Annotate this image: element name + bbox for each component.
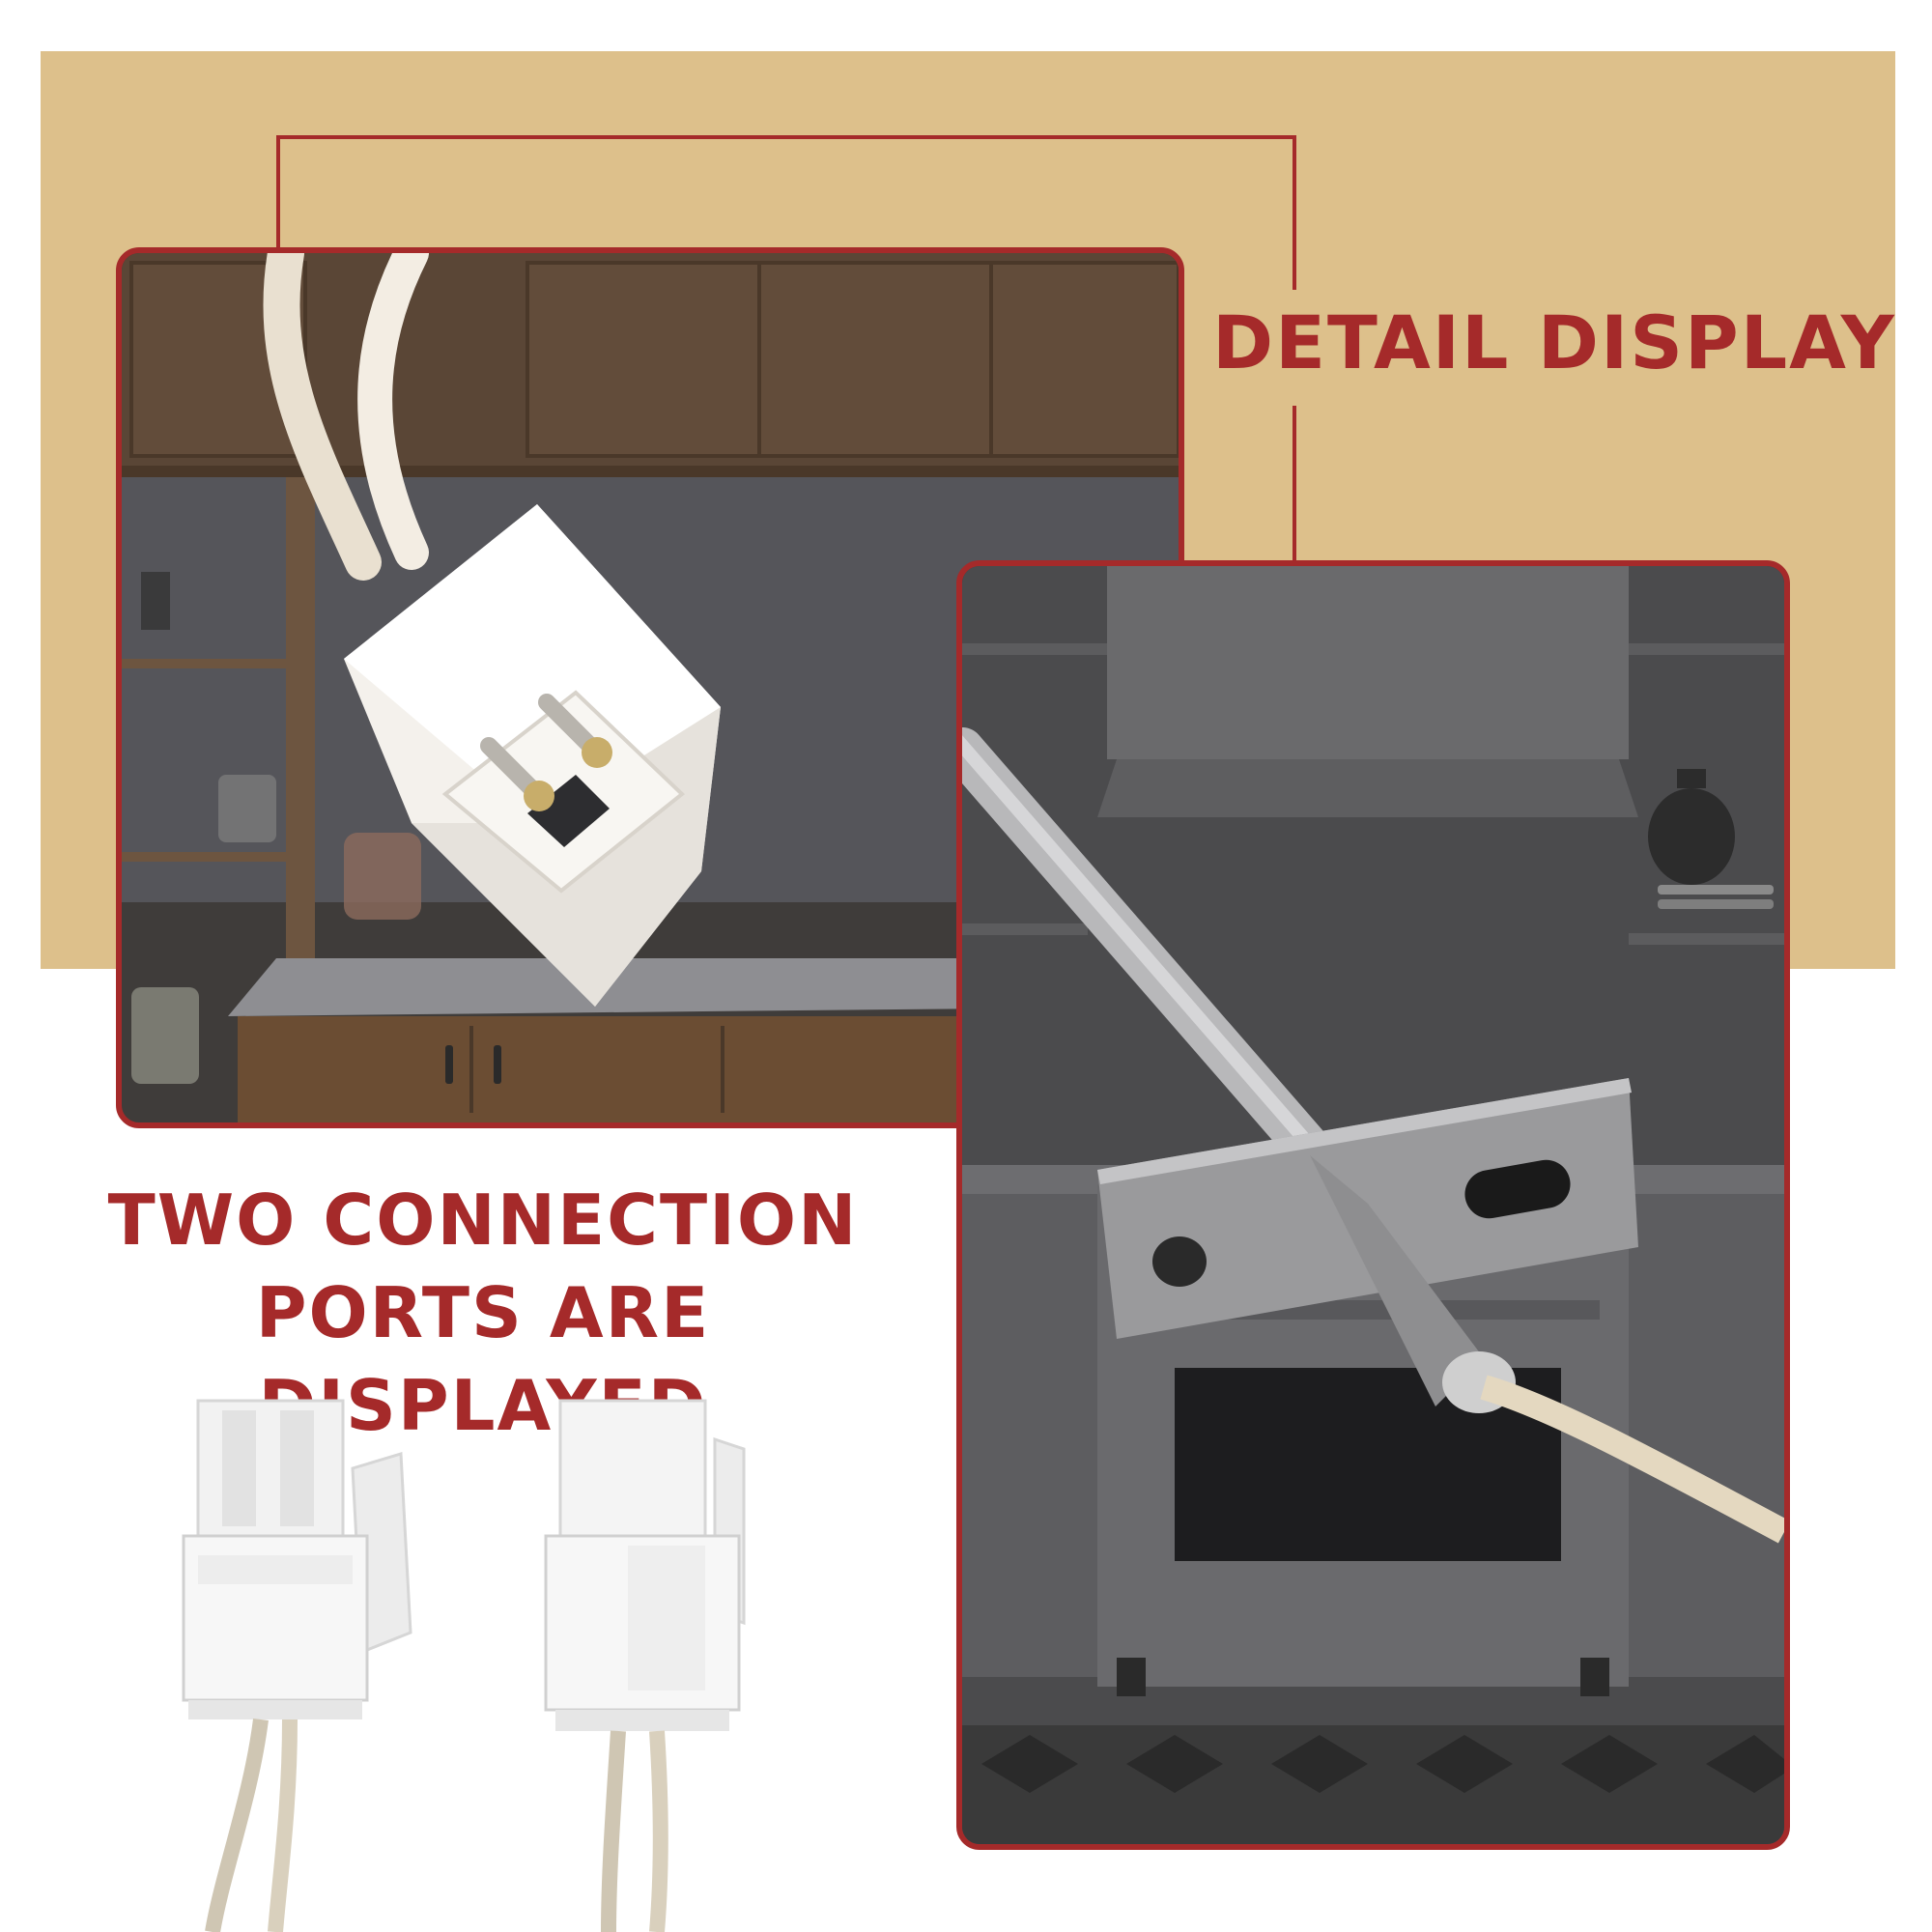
decorative-frame-line-lower	[1293, 411, 1296, 565]
frame-line-gap	[1275, 290, 1323, 406]
connector-closeup-illustration	[122, 253, 1179, 1122]
sensor-probe-photo	[956, 560, 1790, 1850]
two-connectors-image	[145, 1372, 821, 1932]
two-connectors-illustration	[182, 1399, 746, 1932]
sensor-probe-illustration	[962, 566, 1784, 1844]
left-connector-shape	[182, 1399, 412, 1932]
right-connector-shape	[544, 1399, 746, 1932]
detail-display-heading: DETAIL DISPLAY	[1212, 299, 1896, 385]
caption-line-1: TWO CONNECTION	[107, 1179, 859, 1261]
